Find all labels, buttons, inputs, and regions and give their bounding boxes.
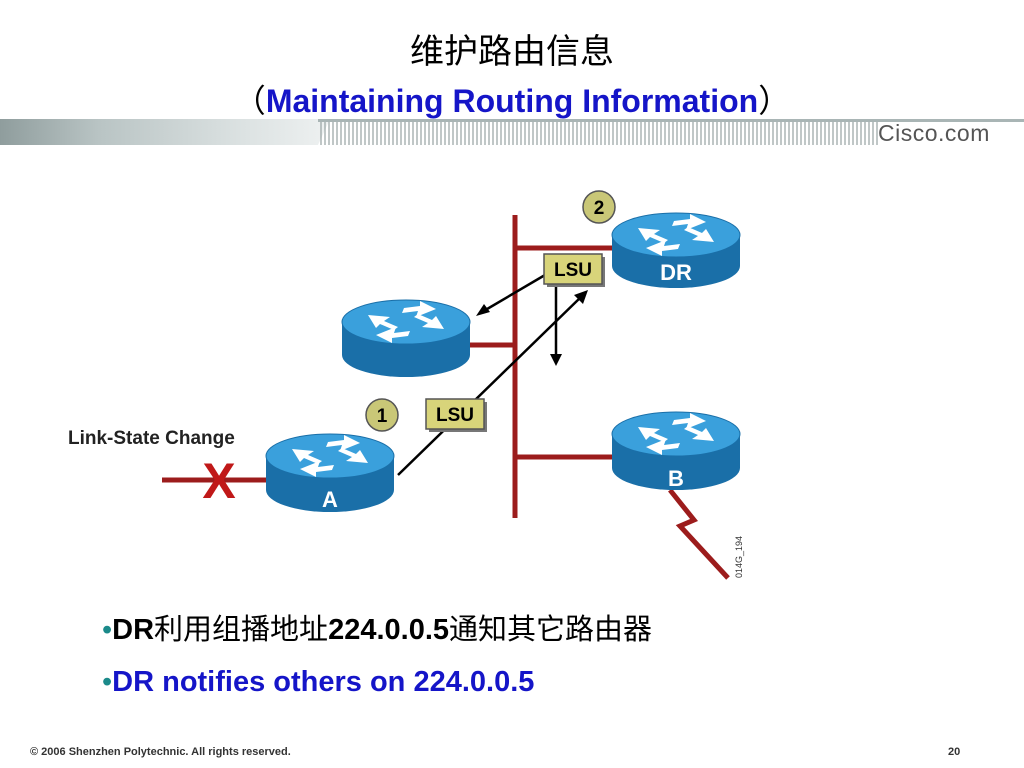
step-badge-2-label: 2 [594,198,605,219]
arrow-a-to-dr-head [574,290,588,304]
page-number: 20 [948,746,961,758]
title-english-text: Maintaining Routing Information [265,83,759,119]
network-diagram: DR A B X [68,190,744,580]
title-paren-close: ） [758,82,791,120]
step-badge-1: 1 [365,398,399,432]
lsu-box-a-label: LSU [436,405,474,426]
lsu-box-dr-label: LSU [554,260,592,281]
failure-mark: X [202,453,235,509]
page-title-english: （Maintaining Routing Information） [0,76,1024,122]
bullet-1-part-1: DR [112,614,155,646]
router-dr-arrows-icon [638,214,714,256]
step-badge-2: 2 [582,190,616,224]
bullet-1-part-4: 通知其它路由器 [449,612,653,646]
router-a-arrows-icon [292,435,368,477]
lsu-box-a: LSU [425,398,487,432]
router-b-label: B [668,466,684,491]
router-a[interactable]: A [265,433,395,512]
router-a-label: A [322,487,338,512]
bullet-1-part-2: 利用组播地址 [154,612,329,646]
router-b-arrows-icon [638,413,714,455]
cisco-logo: Cisco.com [878,120,990,146]
page-title-chinese: 维护路由信息 [410,32,614,72]
lsu-box-dr: LSU [543,253,605,287]
band-top-line [318,119,1024,122]
router-b[interactable]: B [611,411,741,491]
arrow-dr-to-c-head [476,304,490,316]
figure-id: 014G_194 [734,536,744,578]
band-solid [0,119,330,145]
router-c[interactable] [341,299,471,377]
bullet-english: •DR notifies others on 224.0.0.5 [102,666,534,699]
header-band [0,119,1024,145]
bullet-1-part-3: 224.0.0.5 [328,614,450,646]
title-paren-open: （ [233,82,266,120]
link-state-change-label: Link-State Change [68,428,235,449]
bullet-marker-2: • [102,666,113,698]
arrow-a-to-dr [397,295,583,476]
arrow-dr-to-b-head [550,354,562,366]
wan-serial-b [668,488,730,580]
arrow-dr-to-c [481,273,546,314]
step-badge-1-label: 1 [377,406,388,427]
bullet-marker-1: • [102,614,113,646]
router-dr[interactable]: DR [611,212,741,288]
router-c-arrows-icon [368,301,444,343]
bullet-2-text: DR notifies others on 224.0.0.5 [112,666,535,698]
bullet-chinese: •DR利用组播地址224.0.0.5通知其它路由器 [102,606,652,648]
band-stripes [318,119,878,145]
footer-copyright: © 2006 Shenzhen Polytechnic. All rights … [30,746,291,758]
router-dr-label: DR [660,260,692,285]
